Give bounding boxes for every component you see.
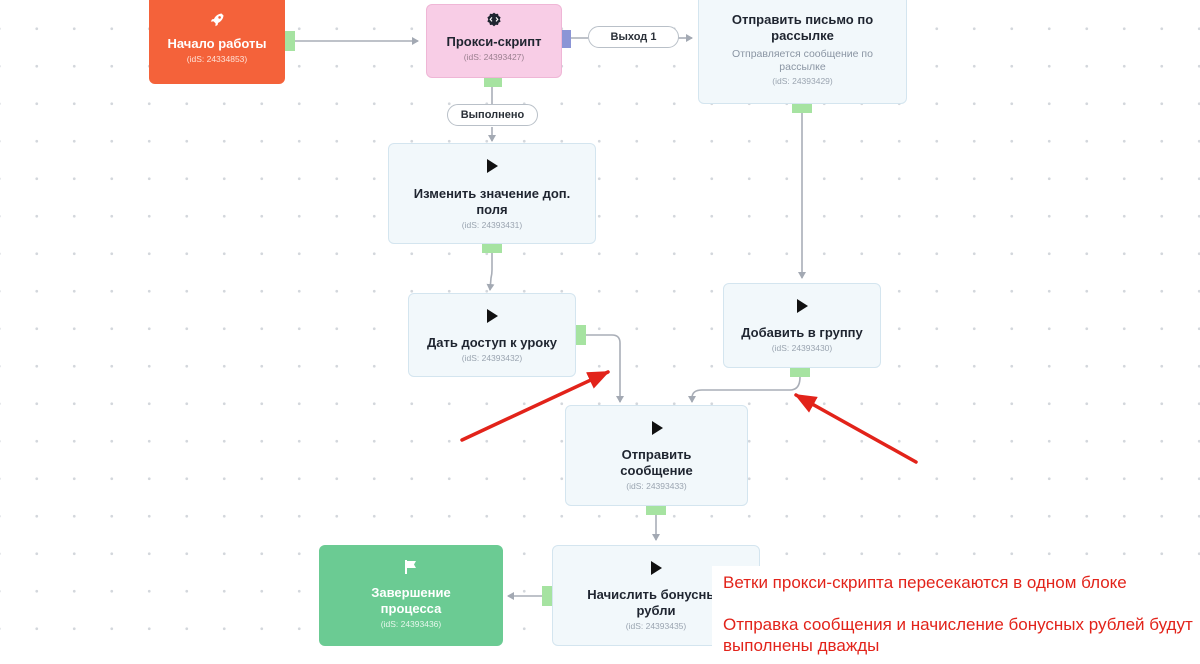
start-node-ids: (idS: 24334853) bbox=[186, 54, 248, 64]
annotation-callout: Ветки прокси-скрипта пересекаются в одно… bbox=[712, 566, 1200, 664]
code-badge-icon bbox=[487, 12, 501, 27]
edge-label-exit1: Выход 1 bbox=[588, 26, 679, 48]
lesson-access-output-port[interactable] bbox=[576, 325, 586, 345]
edge-label-done: Выполнено bbox=[447, 104, 538, 126]
bonus-rubles-input-port[interactable] bbox=[542, 586, 552, 606]
send-mailing-node[interactable]: Отправить письмо по рассылке Отправляетс… bbox=[698, 0, 907, 104]
play-icon bbox=[651, 421, 663, 435]
proxy-script-node[interactable]: Прокси-скрипт (idS: 24393427) bbox=[426, 4, 562, 78]
proxy-script-ids: (idS: 24393427) bbox=[463, 52, 525, 62]
send-message-ids: (idS: 24393433) bbox=[626, 481, 687, 491]
send-mailing-description: Отправляется сообщение по рассылке bbox=[732, 48, 873, 73]
bonus-rubles-title: Начислить бонусные рубли bbox=[587, 587, 725, 618]
flag-icon bbox=[405, 560, 416, 574]
play-icon bbox=[487, 159, 498, 173]
send-message-node[interactable]: Отправить сообщение (idS: 24393433) bbox=[565, 405, 748, 506]
proxy-done-port[interactable] bbox=[484, 78, 502, 87]
bonus-rubles-ids: (idS: 24393435) bbox=[625, 621, 687, 631]
finish-node[interactable]: Завершение процесса (idS: 24393436) bbox=[319, 545, 503, 646]
send-message-title: Отправить сообщение bbox=[620, 447, 693, 478]
play-icon bbox=[651, 561, 662, 575]
start-output-port[interactable] bbox=[285, 31, 295, 51]
edge-change-field-to-lesson bbox=[486, 252, 495, 291]
change-field-output-port[interactable] bbox=[482, 244, 502, 253]
send-mailing-title: Отправить письмо по рассылке bbox=[731, 12, 874, 43]
send-mailing-ids: (idS: 24393429) bbox=[772, 76, 833, 86]
send-message-output-port[interactable] bbox=[646, 506, 666, 515]
annotation-line-2: Отправка сообщения и начисление бонусных… bbox=[723, 615, 1193, 655]
change-field-ids: (idS: 24393431) bbox=[461, 220, 523, 230]
finish-title: Завершение процесса bbox=[371, 585, 451, 616]
annotation-line-1: Ветки прокси-скрипта пересекаются в одно… bbox=[723, 573, 1127, 592]
start-node[interactable]: Начало работы (idS: 24334853) bbox=[149, 0, 285, 84]
proxy-script-title: Прокси-скрипт bbox=[446, 34, 542, 49]
add-to-group-output-port[interactable] bbox=[790, 368, 810, 377]
finish-ids: (idS: 24393436) bbox=[380, 619, 442, 629]
add-to-group-node[interactable]: Добавить в группу (idS: 24393430) bbox=[723, 283, 881, 368]
play-icon bbox=[797, 299, 808, 313]
add-to-group-title: Добавить в группу bbox=[741, 325, 863, 340]
add-to-group-ids: (idS: 24393430) bbox=[771, 343, 833, 353]
annotation-arrow-right bbox=[794, 393, 918, 464]
rocket-icon bbox=[210, 13, 224, 27]
lesson-access-title: Дать доступ к уроку bbox=[427, 335, 557, 350]
lesson-access-ids: (idS: 24393432) bbox=[461, 353, 523, 363]
edge-lesson-to-send bbox=[586, 334, 624, 403]
start-node-title: Начало работы bbox=[167, 36, 267, 51]
change-field-title: Изменить значение доп. поля bbox=[413, 186, 571, 217]
edge-add-group-to-send bbox=[688, 376, 801, 403]
change-field-node[interactable]: Изменить значение доп. поля (idS: 243934… bbox=[388, 143, 596, 244]
play-icon bbox=[487, 309, 498, 323]
send-mailing-output-port[interactable] bbox=[792, 104, 812, 113]
lesson-access-node[interactable]: Дать доступ к уроку (idS: 24393432) bbox=[408, 293, 576, 377]
proxy-exit-port[interactable] bbox=[562, 30, 571, 48]
